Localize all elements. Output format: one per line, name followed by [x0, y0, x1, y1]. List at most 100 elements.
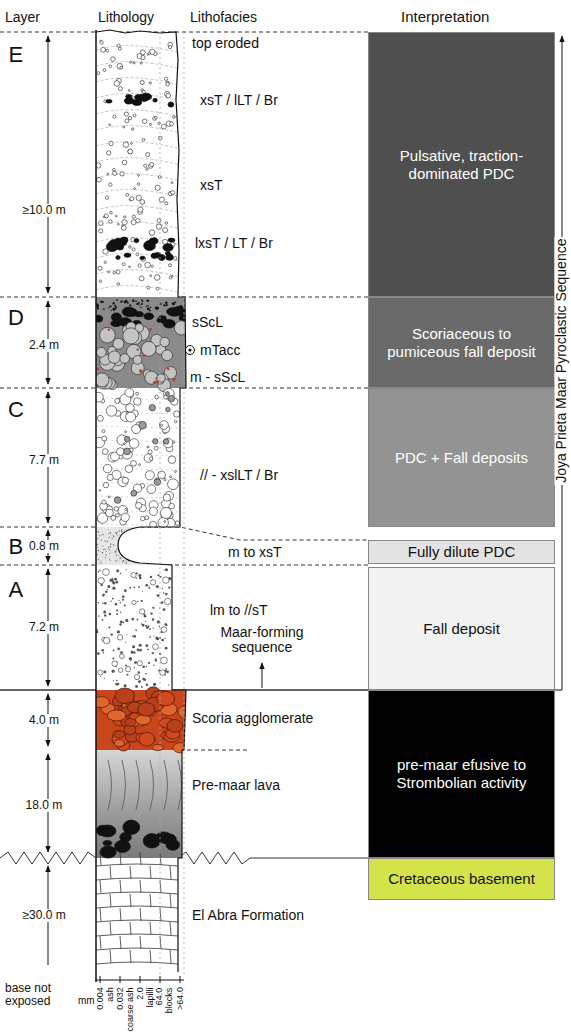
clast [103, 308, 105, 310]
joint [150, 894, 151, 907]
clast [168, 606, 169, 607]
clast [147, 299, 150, 302]
clast [124, 216, 126, 218]
clast [111, 310, 112, 311]
clast [120, 172, 124, 176]
clast [138, 174, 140, 176]
clast [133, 586, 135, 588]
layer-letter: B [9, 535, 24, 559]
cross-bedding [96, 78, 180, 85]
lithofacies-label: m to xsT [228, 545, 282, 560]
column-header: Lithofacies [190, 10, 257, 25]
clast [124, 436, 130, 442]
clast [124, 112, 128, 116]
thickness-label: 0.8 m [27, 540, 61, 553]
clast [137, 648, 140, 651]
clast [132, 635, 133, 636]
clast [98, 602, 100, 604]
clast [120, 832, 132, 842]
grain-size-value: 64.0 [155, 987, 164, 1005]
clast [152, 618, 154, 620]
clast [142, 138, 145, 141]
clast [133, 356, 142, 365]
clast [124, 549, 125, 550]
clast [102, 534, 103, 535]
interpretation-text: Fall deposit [411, 616, 512, 642]
flow-line [164, 760, 168, 810]
joint [140, 852, 141, 865]
joint [100, 908, 101, 921]
clast [121, 539, 122, 540]
thickness-label: 7.7 m [27, 454, 61, 467]
clast [125, 549, 126, 550]
clast [139, 546, 140, 547]
clast [141, 516, 145, 520]
clast [130, 197, 134, 201]
clast [144, 164, 147, 167]
clast [169, 503, 175, 509]
clast [158, 517, 168, 527]
clast [164, 569, 165, 570]
lithofacies-label: m - sScL [190, 370, 245, 385]
clast [118, 668, 122, 672]
clast [122, 220, 127, 225]
tick [100, 976, 101, 983]
clast [146, 153, 150, 157]
interpretation-band: Scoriaceous to pumiceous fall deposit [368, 297, 555, 388]
clast [163, 228, 168, 233]
clast [131, 544, 132, 545]
clast [141, 623, 142, 624]
clast [141, 686, 143, 688]
clast [100, 846, 116, 858]
grain-size-value: >64.0 [175, 987, 184, 1010]
guide-line [184, 32, 185, 975]
clast [118, 477, 128, 487]
clast [95, 373, 109, 387]
clast [98, 266, 102, 270]
clast [116, 551, 117, 552]
clast [165, 392, 169, 396]
clast [136, 253, 139, 256]
clast [97, 177, 102, 182]
clast [117, 283, 120, 286]
clast [109, 124, 111, 126]
clast [165, 302, 168, 305]
guide-line [160, 32, 161, 975]
clast [102, 500, 106, 504]
clast [120, 572, 122, 574]
clast [163, 494, 170, 501]
flow-line [122, 760, 126, 810]
clast [165, 598, 171, 604]
clast [164, 478, 166, 480]
clast [133, 556, 134, 557]
sequence-tick [555, 690, 562, 691]
clast [114, 731, 125, 738]
thickness-arrow [48, 36, 49, 293]
clast [149, 230, 155, 236]
clast [102, 619, 104, 621]
note-label: base not exposed [5, 982, 67, 1008]
clast [155, 658, 157, 660]
clast [104, 678, 105, 679]
sequence-label: Maar-forming sequence [207, 625, 317, 656]
layer-b-fill [90, 527, 190, 565]
clast [108, 627, 110, 629]
clast [171, 182, 173, 184]
clast [160, 337, 169, 346]
clast [146, 168, 148, 170]
lithofacies-label: Scoria agglomerate [192, 711, 313, 726]
clast [107, 585, 110, 588]
joint [160, 908, 161, 921]
clast [115, 308, 117, 310]
clast [115, 551, 116, 552]
joint [110, 866, 111, 879]
clast [109, 553, 110, 554]
clast [117, 448, 125, 456]
clast [115, 398, 120, 403]
grain-size-value: 0.004 [95, 987, 104, 1010]
clast [119, 623, 121, 625]
clast [112, 587, 115, 590]
column-header: Interpretation [401, 9, 489, 26]
clast [175, 521, 179, 525]
